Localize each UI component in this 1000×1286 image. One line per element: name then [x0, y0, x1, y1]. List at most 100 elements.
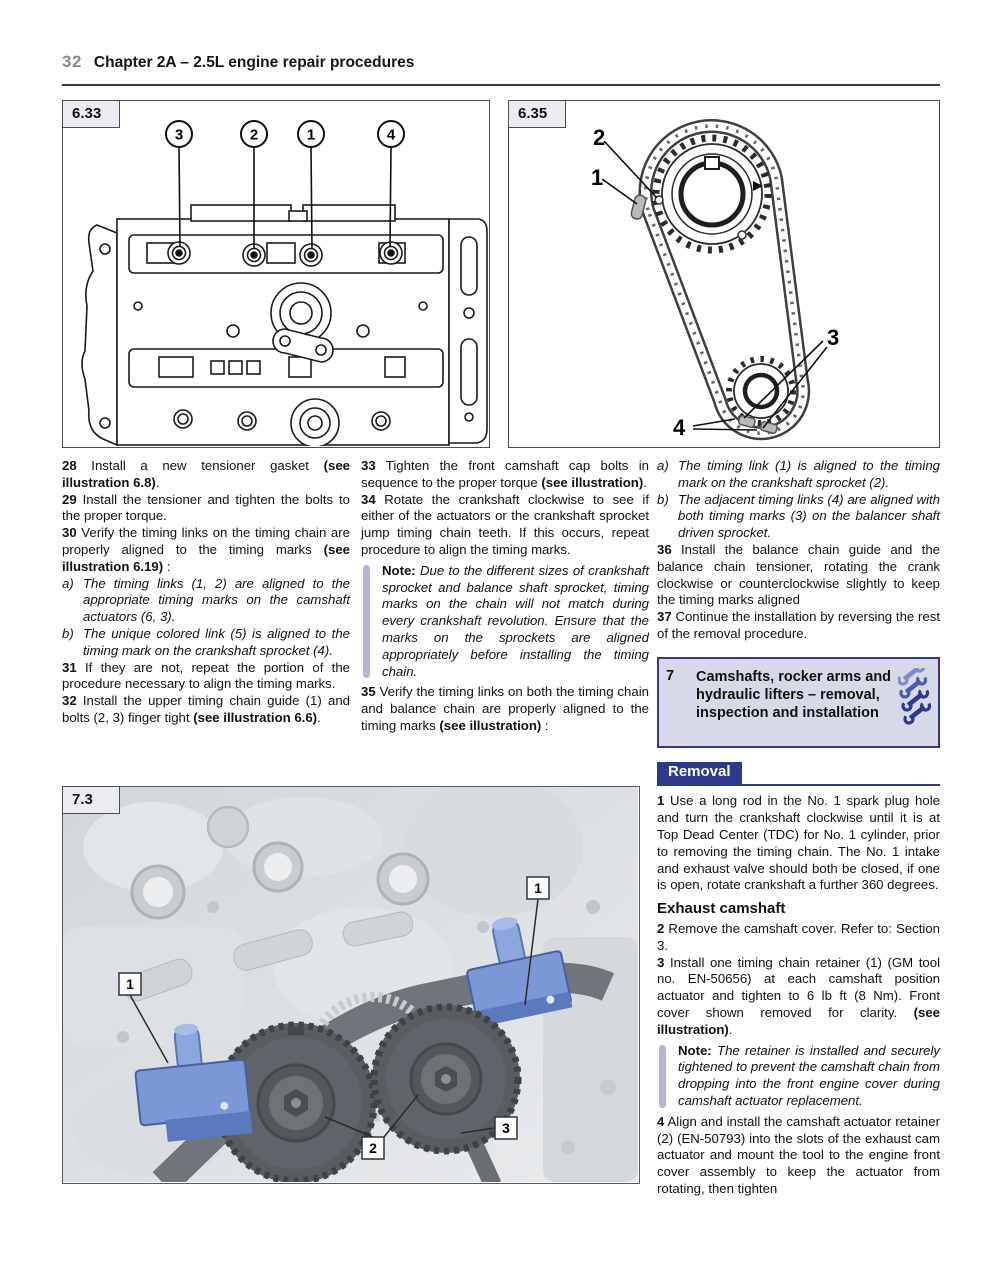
text-segment: Rotate the crankshaft clockwise to see i… [361, 491, 649, 557]
paragraph: 29 Install the tensioner and tighten the… [62, 492, 350, 526]
text-segment: 34 [361, 491, 376, 507]
item-marker: b) [62, 625, 74, 641]
item-marker: a) [62, 575, 74, 591]
callout-leader-lines [178, 146, 392, 250]
list-item: a)The timing link (1) is aligned to the … [657, 458, 940, 492]
chapter-title: Chapter 2A – 2.5L engine repair procedur… [93, 54, 415, 71]
list-item: a) The timing links (1, 2) are aligned to… [62, 576, 350, 626]
subsection-heading: Exhaust camshaft [657, 900, 786, 918]
text-segment: Due to the different sizes of crankshaft… [382, 562, 649, 679]
boxed-callouts: 1 1 2 3 [118, 876, 550, 1160]
note-accent-bar [659, 1044, 666, 1108]
text-segment: 30 [62, 525, 77, 541]
paragraph: 3 Install one timing chain retainer (1) … [657, 955, 940, 1039]
callout-number: 4 [387, 127, 396, 144]
text-segment: (see illustration) [657, 1004, 940, 1037]
callout-number: 2 [369, 1140, 377, 1156]
text-segment: The retainer is installed and securely t… [678, 1042, 940, 1108]
section-heading-box: 7 Camshafts, rocker arms and hydraulic li… [657, 656, 940, 748]
text-segment: 1 [657, 793, 665, 809]
engine-line-art: 3 2 1 4 [81, 120, 488, 446]
circled-callouts: 3 2 1 4 [165, 120, 405, 148]
text-segment: If they are not, repeat the portion of t… [62, 659, 350, 692]
text-segment: (see illustration 6.19) [62, 541, 350, 574]
timing-chain-art: 2 1 3 4 [591, 119, 839, 441]
paragraph: 1 Use a long rod in the No. 1 spark plug… [657, 793, 940, 894]
text-segment: 31 [62, 659, 77, 675]
actuator-disc [370, 1003, 522, 1155]
paragraph: 33 Tighten the front camshaft cap bolts … [361, 458, 649, 492]
removal-heading-row: Removal [657, 761, 940, 787]
note-block: Note: The retainer is installed and secu… [657, 1043, 940, 1110]
camshaft-photo-art: 1 1 2 3 [63, 787, 638, 1182]
retainer-tool [134, 1023, 253, 1142]
text-segment: The adjacent timing links (4) are aligne… [678, 491, 940, 541]
text-segment: 2 [657, 920, 665, 936]
removal-heading: Removal [657, 761, 742, 785]
text-segment: . [317, 709, 321, 725]
text-segment: 3 [657, 954, 665, 970]
text-segment: Install the tensioner and tighten the bo… [62, 491, 350, 524]
paragraph: 34 Rotate the crankshaft clockwise to se… [361, 492, 649, 559]
text-segment: 36 [657, 541, 672, 557]
paragraph: 32 Install the upper timing chain guide … [62, 693, 350, 727]
paragraph: 35 Verify the timing links on both the t… [361, 684, 649, 734]
callout-leader-lines [601, 140, 828, 431]
text-segment: The timing links (1, 2) are aligned to t… [83, 575, 350, 625]
text-segment: Use a long rod in the No. 1 spark plug h… [657, 793, 940, 893]
paragraph: 36 Install the balance chain guide and t… [657, 542, 940, 609]
note-accent-bar [363, 564, 370, 679]
figure-label: 6.33 [62, 100, 120, 128]
text-segment: The unique colored link (5) is aligned t… [83, 625, 350, 658]
text-segment: Tighten the front camshaft cap bolts in … [361, 458, 649, 490]
section-title: Camshafts, rocker arms and hydraulic lif… [696, 668, 892, 721]
callout-leader-lines [129, 898, 539, 1138]
text-segment: 37 [657, 609, 672, 625]
text-column-1: 28 Install a new tensioner gasket (see i… [62, 458, 350, 727]
paragraph: 37 Continue the installation by reversin… [657, 609, 940, 643]
text-segment: (see illustration) [439, 717, 542, 733]
section-number: 7 [666, 667, 675, 684]
text-segment: Verify the timing links on the timing ch… [62, 525, 350, 557]
text-segment: . [728, 1021, 733, 1037]
text-segment: (see illustration 6.8) [62, 458, 350, 490]
text-segment: Note: [382, 562, 421, 578]
text-segment: 29 [62, 491, 77, 507]
paragraph: 4 Align and install the camshaft actuato… [657, 1114, 940, 1198]
text-segment: Install one timing chain retainer (1) (G… [657, 954, 940, 1020]
text-segment: : [163, 558, 171, 574]
text-segment: Align and install the camshaft actuator … [657, 1113, 940, 1196]
page-header: 32 Chapter 2A – 2.5L engine repair proce… [62, 52, 940, 72]
page-number: 32 [62, 52, 82, 71]
text-segment: Continue the installation by reversing t… [657, 609, 940, 641]
paragraph: 28 Install a new tensioner gasket (see i… [62, 458, 350, 492]
text-segment: Install the upper timing chain guide (1)… [62, 693, 350, 725]
list-item: b) The unique colored link (5) is aligned… [62, 626, 350, 660]
callout-number: 4 [673, 415, 686, 440]
actuator-disc [214, 1021, 378, 1182]
callout-number: 3 [827, 325, 839, 350]
header-rule [62, 84, 940, 86]
note-block: Note: Due to the different sizes of cran… [361, 563, 649, 681]
text-segment: (see illustration) [541, 474, 644, 490]
text-segment: 4 [657, 1113, 665, 1129]
text-segment: 33 [361, 458, 376, 473]
item-marker: a) [657, 458, 669, 473]
retainer-tool [466, 917, 573, 1028]
text-segment: Remove the camshaft cover. Refer to: Sec… [657, 920, 940, 953]
callout-number: 2 [250, 127, 258, 144]
text-segment: : [541, 717, 549, 733]
text-segment: Verify the timing links on both the timi… [361, 684, 649, 733]
list-item: b)The adjacent timing links (4) are alig… [657, 492, 940, 542]
wrenches-icon [897, 661, 932, 725]
text-segment: Install a new tensioner gasket [76, 458, 324, 473]
callout-number: 1 [591, 165, 603, 190]
paragraph: 31 If they are not, repeat the portion o… [62, 660, 350, 694]
paragraph: 30 Verify the timing links on the timing… [62, 525, 350, 575]
figure-label: 7.3 [62, 786, 120, 814]
text-column-3: a)The timing link (1) is aligned to the … [657, 458, 940, 1198]
callout-number: 3 [175, 127, 183, 144]
wrenches-icon-holder [897, 661, 932, 737]
callout-number: 1 [307, 127, 315, 144]
